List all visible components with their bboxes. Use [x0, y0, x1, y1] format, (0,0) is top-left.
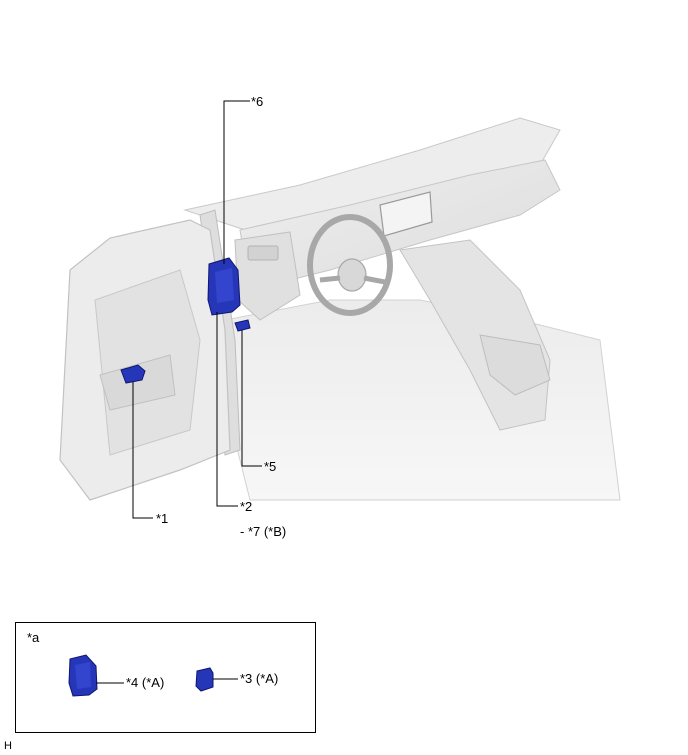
- leader-lines: [132, 100, 262, 519]
- driver-door: [59, 219, 231, 501]
- cabin-floor: [224, 299, 621, 501]
- callout-7: - *7 (*B): [240, 524, 287, 539]
- callout-6: *6: [251, 94, 264, 109]
- legend-item-3: *3 (*A): [240, 671, 279, 686]
- legend-component-3-icon: [195, 667, 214, 692]
- component-6-ecu: [207, 257, 241, 316]
- center-console: [399, 239, 551, 431]
- legend-item-4: *4 (*A): [126, 675, 165, 690]
- legend-leaders: [96, 678, 238, 684]
- center-display: [379, 191, 433, 237]
- component-1-switch: [120, 364, 146, 384]
- dashboard-left-end: [234, 231, 301, 321]
- legend-component-4-icon: [68, 654, 98, 697]
- legend-components: [68, 654, 238, 697]
- callout-2: *2: [240, 499, 253, 514]
- legend-title: *a: [27, 630, 40, 645]
- legend-box: *a *4 (*A) *3 (*A): [15, 622, 316, 733]
- steering-wheel: [307, 214, 393, 316]
- component-5-module: [234, 319, 251, 332]
- callout-1: *1: [156, 511, 169, 526]
- corner-mark: H: [4, 740, 12, 752]
- callout-5: *5: [264, 459, 277, 474]
